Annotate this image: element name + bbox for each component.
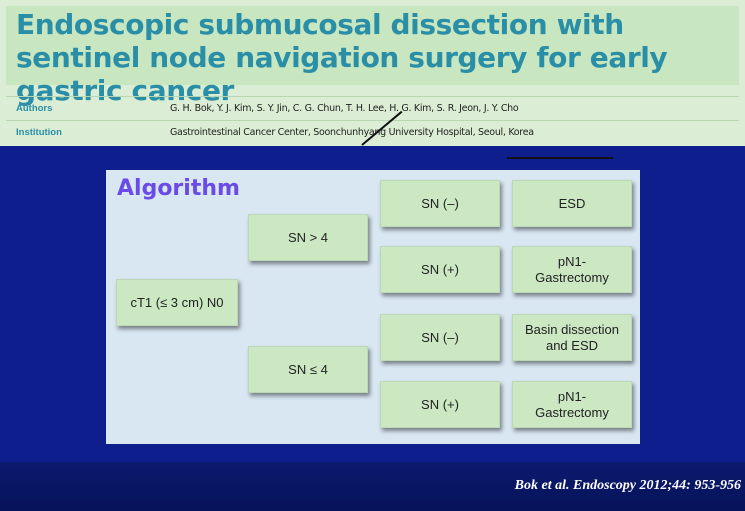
article-header: Endoscopic submucosal dissection with se…	[0, 0, 745, 146]
outcome-gastrectomy-low: pN1- Gastrectomy	[512, 381, 632, 428]
low-sn-negative: SN (–)	[380, 314, 500, 361]
low-sn-positive: SN (+)	[380, 381, 500, 428]
branch-sn-le-4: SN ≤ 4	[248, 346, 368, 393]
article-title: Endoscopic submucosal dissection with se…	[16, 8, 668, 107]
outcome-gastrectomy-high: pN1- Gastrectomy	[512, 246, 632, 293]
branch-sn-gt-4: SN > 4	[248, 214, 368, 261]
outcome-basin-dissection: Basin dissection and ESD	[512, 314, 632, 361]
decorative-line	[507, 157, 613, 159]
title-box	[6, 6, 739, 85]
high-sn-positive: SN (+)	[380, 246, 500, 293]
authors-value: G. H. Bok, Y. J. Kim, S. Y. Jin, C. G. C…	[170, 103, 519, 114]
root-node: cT1 (≤ 3 cm) N0	[116, 279, 238, 326]
algorithm-heading: Algorithm	[117, 176, 240, 201]
high-sn-negative: SN (–)	[380, 180, 500, 227]
institution-label: Institution	[16, 127, 62, 138]
institution-value: Gastrointestinal Cancer Center, Soonchun…	[170, 127, 534, 138]
citation: Bok et al. Endoscopy 2012;44: 953-956	[514, 478, 741, 493]
slide-footer-band	[0, 462, 745, 511]
divider	[6, 120, 739, 121]
divider	[6, 96, 739, 97]
outcome-esd: ESD	[512, 180, 632, 227]
authors-label: Authors	[16, 103, 53, 114]
